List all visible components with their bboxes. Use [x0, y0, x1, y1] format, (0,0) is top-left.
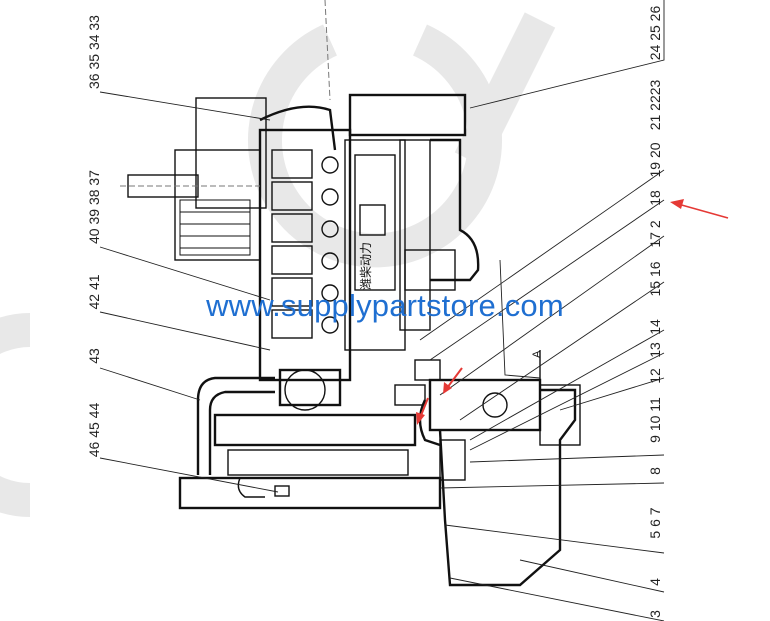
callout-43: 43: [86, 348, 102, 364]
left-callouts: 36 35 34 33 40 39 38 37 42 41 43 46 45 4…: [86, 15, 279, 493]
arrow-head-icon: [416, 412, 425, 425]
engine-block: [120, 93, 581, 587]
arrow-head-icon: [443, 382, 452, 394]
callout-42-41: 42 41: [86, 274, 102, 309]
callout-40-37: 40 39 38 37: [86, 170, 102, 244]
centerline: [324, 0, 331, 101]
callout-9-11: 9 10 11: [647, 397, 663, 443]
background-watermark: [0, 12, 556, 517]
arrow-head-icon: [670, 199, 684, 209]
callout-13: 13: [647, 342, 663, 358]
callout-19-20: 19 20: [647, 142, 663, 177]
callout-8: 8: [647, 467, 663, 475]
callout-46-44: 46 45 44: [86, 403, 102, 458]
callout-18: 18: [647, 190, 663, 206]
view-marker: A: [531, 350, 543, 358]
callout-17-2: 17 2: [647, 220, 663, 247]
callout-4: 4: [647, 578, 663, 586]
callout-36-33: 36 35 34 33: [86, 15, 102, 89]
highlight-arrows: [416, 199, 729, 425]
callout-3: 3: [647, 610, 663, 618]
right-callouts: 24 25 26 21 2223 19 20 18 17 2 15 16 14 …: [419, 0, 665, 621]
callout-5-7: 5 6 7: [647, 507, 663, 538]
engine-brand-text: 潍柴动力: [359, 242, 373, 290]
callout-24-26: 24 25 26: [647, 6, 663, 61]
callout-14: 14: [647, 319, 663, 335]
callout-15-16: 15 16: [647, 261, 663, 296]
watermark-url: www.supplypartstore.com: [206, 288, 564, 323]
callout-12: 12: [647, 368, 663, 384]
callout-21-23: 21 2223: [647, 79, 663, 130]
